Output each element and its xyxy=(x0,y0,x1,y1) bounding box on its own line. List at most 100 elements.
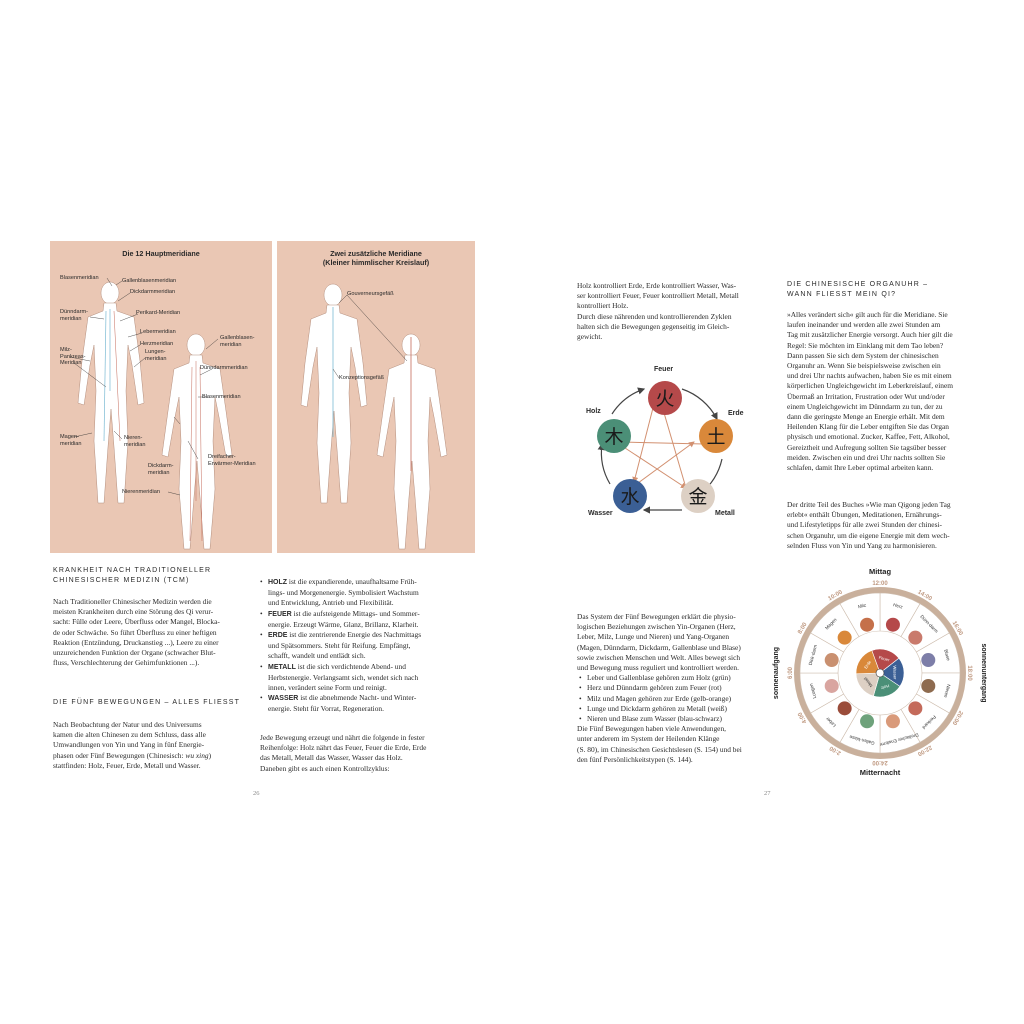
inner-element-label: Wasser xyxy=(892,665,898,680)
label-feuer: Feuer xyxy=(654,366,674,373)
clock-label-sonnenuntergang: sonnenuntergang xyxy=(980,643,987,702)
five-elements-diagram: 火 土 金 水 木 Feuer Erde Holz Wasser Metall xyxy=(582,364,752,524)
page-number-right: 27 xyxy=(764,790,771,797)
circle-holz xyxy=(597,419,631,453)
organ-label: Herz xyxy=(893,602,904,610)
organ-label: Lungen xyxy=(808,683,817,700)
organ-bullet-list: Leber und Gallenblase gehören zum Holz (… xyxy=(577,673,777,724)
glyph-holz: 木 xyxy=(604,426,623,448)
organ-label: Milz xyxy=(857,602,867,609)
tcm-heading: Krankheit nach traditioneller chinesisch… xyxy=(53,567,212,584)
element-holz: HOLZ ist die expandierende, unaufhaltsam… xyxy=(260,577,475,609)
circle-metall xyxy=(681,479,715,513)
inner-element-label: Feuer xyxy=(878,655,890,663)
organ-icon xyxy=(837,630,852,645)
organ-label: Nieren xyxy=(943,684,951,699)
inner-element-label: Erde xyxy=(863,659,872,670)
clock-label-mitternacht: Mitternacht xyxy=(860,768,901,777)
organ-label: Gallen-blase xyxy=(848,734,875,746)
label-perikard-meridian: Perikard-Meridian xyxy=(136,310,181,316)
label-duenndarmmeridian-2: Dünndarmmeridian xyxy=(200,365,248,371)
circle-feuer xyxy=(648,381,682,415)
label-magenmeridian: Magen-meridian xyxy=(60,434,82,447)
cycle-paragraph: Jede Bewegung erzeugt und nährt die folg… xyxy=(260,733,427,773)
dritter-teil-paragraph: Der dritte Teil des Buches »Wie man Qigo… xyxy=(787,500,951,550)
label-dickdarmmeridian-2: Dickdarm-meridian xyxy=(148,463,174,476)
organuhr-heading: Die chinesische Organuhr – wann fliesst … xyxy=(787,281,929,298)
control-paragraph: Holz kontrolliert Erde, Erde kontrollier… xyxy=(577,281,739,342)
organ-label: Blase xyxy=(943,649,951,662)
meridian-panel-2: Zwei zusätzliche Meridiane(Kleiner himml… xyxy=(277,241,475,553)
list-item: Nieren und Blase zum Wasser (blau-schwar… xyxy=(579,714,777,724)
clock-hour-label: 24:00 xyxy=(872,759,888,765)
organ-icon xyxy=(885,714,900,729)
label-lungenmeridian: Lungen-meridian xyxy=(145,349,167,362)
label-dreifacher-erwaermer: Dreifacher-Erwärmer-Meridian xyxy=(208,454,256,467)
element-feuer: FEUER ist die aufsteigende Mittags- und … xyxy=(260,609,475,630)
clock-hour-label: 18:00 xyxy=(966,665,972,681)
label-gouverneursgefaess: Gouverneursgefäß xyxy=(347,291,394,297)
label-blasenmeridian-2: Blasenmeridian xyxy=(202,394,241,400)
inner-element-slice xyxy=(855,650,881,675)
fuenf-bewegungen-heading: Die fünf Bewegungen – alles fliesst xyxy=(53,699,241,706)
label-holz: Holz xyxy=(586,408,601,415)
label-blasenmeridian: Blasenmeridian xyxy=(60,275,99,281)
body-figures-illustration xyxy=(300,283,448,550)
label-metall: Metall xyxy=(715,510,735,517)
label-nierenmeridian: Nieren-meridian xyxy=(124,435,146,448)
elements-list: HOLZ ist die expandierende, unaufhaltsam… xyxy=(260,577,475,715)
organ-icon xyxy=(908,630,923,645)
glyph-feuer: 火 xyxy=(655,388,674,410)
page-number-left: 26 xyxy=(253,790,260,797)
inner-element-label: Metall xyxy=(863,676,874,688)
organ-icon xyxy=(885,617,900,632)
clock-hour-label: 4:00 xyxy=(797,710,809,724)
circle-erde xyxy=(699,419,733,453)
clock-label-sonnenaufgang: sonnenaufgang xyxy=(773,647,780,699)
label-milz-pankreas-meridian: Milz-Pankreas-Meridian xyxy=(60,347,86,367)
label-lebermeridian: Lebermeridian xyxy=(140,329,176,335)
label-herzmeridian: Herzmeridian xyxy=(140,341,174,347)
label-gallenblasenmeridian: Gallenblasenmeridian xyxy=(122,278,177,284)
organ-clock-svg: HerzDünn-darmBlaseNierenPerikardDreifach… xyxy=(773,567,987,777)
five-elements-cycle-svg: 火 土 金 水 木 xyxy=(597,381,733,514)
list-item: Leber und Gallenblase gehören zum Holz (… xyxy=(579,673,777,683)
organ-icon xyxy=(860,714,875,729)
glyph-metall: 金 xyxy=(688,486,707,508)
inner-element-label: Holz xyxy=(880,683,890,691)
label-dickdarmmeridian: Dickdarmmeridian xyxy=(130,289,176,295)
organ-icon xyxy=(824,678,839,693)
glyph-erde: 土 xyxy=(706,426,725,448)
element-metall: METALL ist die sich verdichtende Abend- … xyxy=(260,662,475,694)
organuhr-paragraph: »Alles verändert sich« gilt auch für die… xyxy=(787,310,954,473)
label-wasser: Wasser xyxy=(588,510,613,517)
circle-wasser xyxy=(613,479,647,513)
glyph-wasser: 水 xyxy=(620,486,639,508)
list-item: Milz und Magen gehören zur Erde (gelb-or… xyxy=(579,694,777,704)
meridian-panel-12: Die 12 Hauptmeridiane Blasenmeridian Gal… xyxy=(50,241,272,553)
label-duenndarmmeridian: Dünndarm-meridian xyxy=(60,309,88,322)
tcm-paragraph: Nach Traditioneller Chinesischer Medizin… xyxy=(53,597,220,668)
clock-center xyxy=(875,668,885,678)
organ-icon xyxy=(908,701,923,716)
organ-icon xyxy=(921,678,936,693)
organ-icon xyxy=(921,653,936,668)
panel-title: Die 12 Hauptmeridiane xyxy=(122,249,200,258)
label-nierenmeridian-3: Nierenmeridian xyxy=(122,489,160,495)
clock-hour-label: 2:00 xyxy=(828,744,842,756)
body-figures-illustration xyxy=(69,277,233,550)
fuenf-bewegungen-paragraph: Nach Beobachtung der Natur und des Unive… xyxy=(53,720,212,770)
list-item: Lunge und Dickdarm gehören zu Metall (we… xyxy=(579,704,777,714)
list-item: Herz und Dünndarm gehören zum Feuer (rot… xyxy=(579,683,777,693)
organ-icon xyxy=(860,617,875,632)
clock-hour-label: 12:00 xyxy=(872,581,888,587)
system-paragraph: Das System der Fünf Bewegungen erklärt d… xyxy=(577,612,777,765)
panel-title: Zwei zusätzliche Meridiane(Kleiner himml… xyxy=(322,249,430,267)
organ-icon xyxy=(824,653,839,668)
label-konzeptionsgefaess: Konzeptionsgefäß xyxy=(339,375,385,381)
clock-hour-label: 6:00 xyxy=(788,666,794,679)
clock-outer-ring xyxy=(794,587,966,759)
clock-label-mittag: Mittag xyxy=(869,567,891,576)
element-erde: ERDE ist die zentrierende Energie des Na… xyxy=(260,630,475,662)
